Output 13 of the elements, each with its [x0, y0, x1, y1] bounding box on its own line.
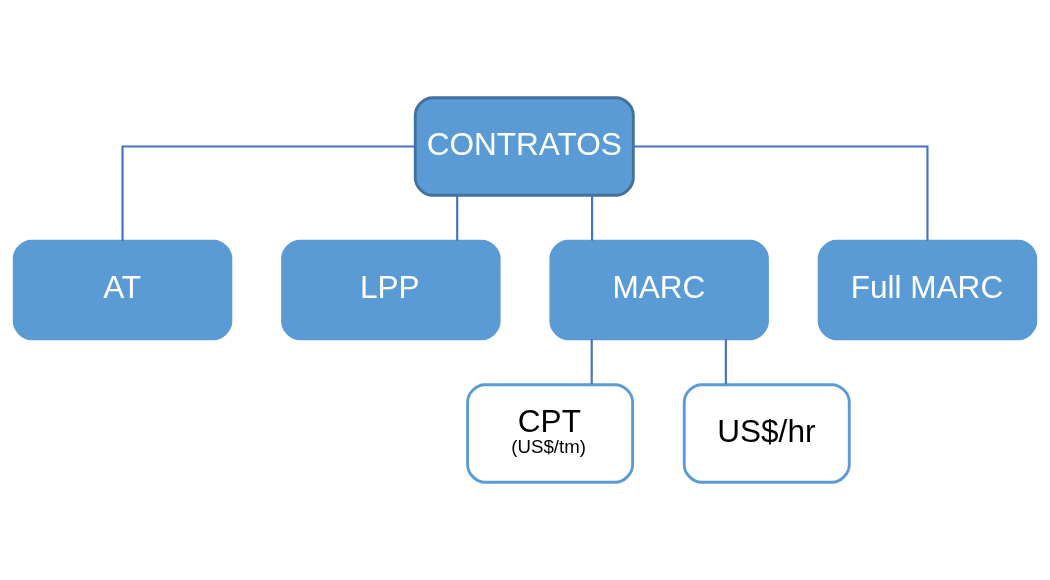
node-box: LPP: [281, 239, 501, 341]
connector: [724, 338, 727, 385]
node-box: MARC: [549, 239, 769, 341]
connector: [590, 338, 593, 385]
node-box: CPT (US$/tm): [466, 383, 635, 484]
node-box: Full MARC: [817, 239, 1038, 341]
connector: [591, 195, 594, 241]
node-box: AT: [12, 239, 233, 341]
node-box: US$/hr: [682, 383, 851, 484]
connector: [633, 145, 929, 242]
connector: [456, 195, 459, 241]
node-box: CONTRATOS: [413, 96, 635, 197]
connector: [121, 145, 416, 242]
